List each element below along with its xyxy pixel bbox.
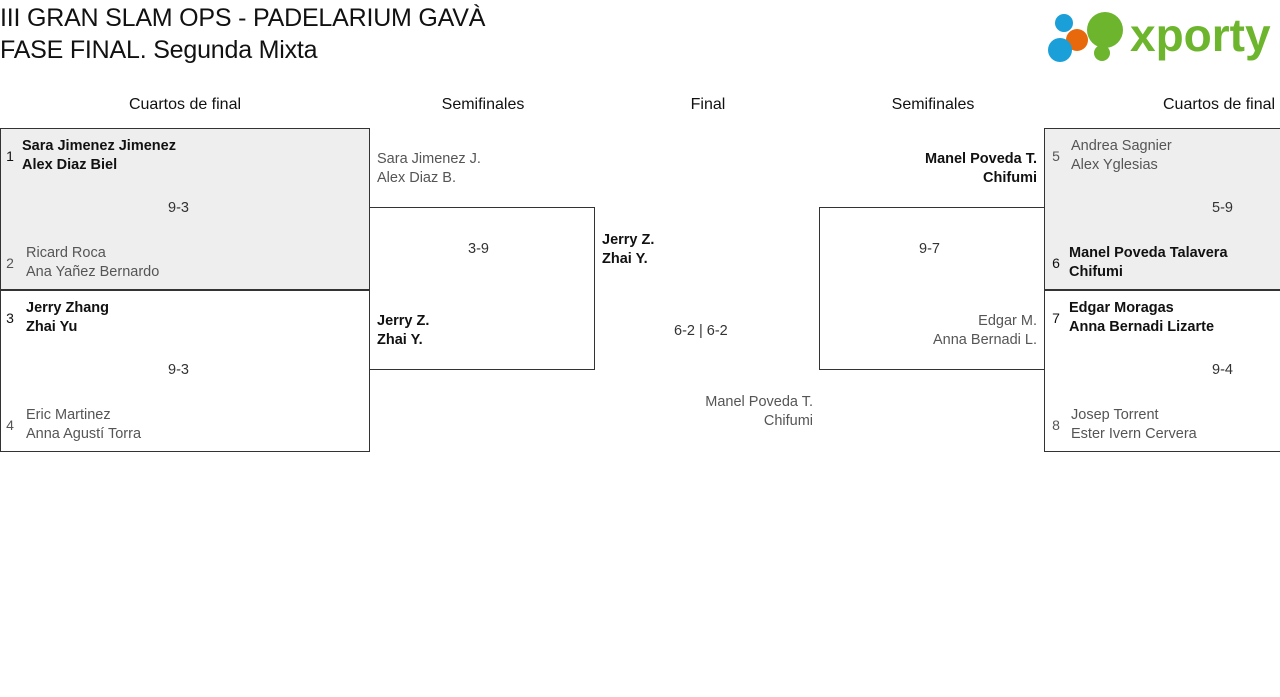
team-final-right: Manel Poveda T. Chifumi: [613, 393, 813, 431]
seed-number-5: 5: [1052, 148, 1060, 164]
round-header-final: Final: [690, 96, 726, 113]
score-sf-left: 3-9: [468, 241, 489, 257]
round-header-semifinales-right: Semifinales: [891, 96, 975, 113]
seed-number-6: 6: [1052, 255, 1060, 271]
player-name: Edgar Moragas: [1069, 300, 1174, 316]
player-name: Zhai Yu: [26, 319, 78, 335]
player-name: Josep Torrent: [1071, 407, 1159, 423]
player-name: Chifumi: [763, 413, 813, 429]
player-name: Anna Bernadi Lizarte: [1069, 319, 1215, 335]
seed-number-8: 8: [1052, 417, 1060, 433]
seed-number-3: 3: [6, 310, 14, 326]
round-header-cuartos-right: Cuartos de final: [1163, 96, 1276, 113]
player-name: Manel Poveda T.: [924, 151, 1037, 167]
seed-number-7: 7: [1052, 310, 1060, 326]
team-sf-right-top: Manel Poveda T. Chifumi: [837, 150, 1037, 188]
player-name: Zhai Y.: [602, 251, 648, 267]
team-qf1-top: Sara Jimenez Jimenez Alex Diaz Biel: [22, 137, 176, 175]
player-name: Anna Agustí Torra: [26, 426, 142, 442]
score-qf1-left: 9-3: [168, 200, 189, 216]
xporty-logo[interactable]: xporty: [1044, 6, 1274, 64]
player-name: Chifumi: [983, 170, 1037, 186]
team-qf2-right-top: Edgar Moragas Anna Bernadi Lizarte: [1069, 299, 1214, 337]
score-qf2-left: 9-3: [168, 362, 189, 378]
player-name: Ester Ivern Cervera: [1071, 426, 1197, 442]
match-box-sf-right[interactable]: [819, 207, 1045, 370]
team-sf-left-top: Sara Jimenez J. Alex Diaz B.: [377, 150, 481, 188]
score-sf-right: 9-7: [919, 241, 940, 257]
player-name: Ana Yañez Bernardo: [26, 264, 160, 280]
player-name: Eric Martinez: [26, 407, 111, 423]
logo-dot-green-small: [1094, 45, 1110, 61]
team-qf1-right-bottom: Manel Poveda Talavera Chifumi: [1069, 244, 1228, 282]
round-header-semifinales-left: Semifinales: [441, 96, 525, 113]
player-name: Ricard Roca: [26, 245, 106, 261]
match-box-qf2-right[interactable]: [1044, 290, 1280, 452]
score-final: 6-2 | 6-2: [674, 323, 728, 339]
xporty-logo-svg: xporty: [1048, 9, 1271, 62]
player-name: Anna Bernadi L.: [933, 332, 1037, 348]
player-name: Alex Yglesias: [1071, 157, 1158, 173]
player-name: Manel Poveda Talavera: [1069, 245, 1228, 261]
logo-dot-blue-bottom: [1048, 38, 1072, 62]
team-qf2-right-bottom: Josep Torrent Ester Ivern Cervera: [1071, 406, 1197, 444]
player-name: Chifumi: [1069, 264, 1123, 280]
player-name: Edgar M.: [978, 313, 1037, 329]
player-name: Zhai Y.: [377, 332, 423, 348]
player-name: Jerry Zhang: [26, 300, 109, 316]
match-box-qf2-left[interactable]: [0, 290, 370, 452]
player-name: Jerry Z.: [602, 232, 655, 248]
title-line-2: FASE FINAL. Segunda Mixta: [0, 36, 318, 64]
seed-number-1: 1: [6, 148, 14, 164]
team-sf-left-bottom: Jerry Z. Zhai Y.: [377, 312, 429, 350]
page-title: III GRAN SLAM OPS - PADELARIUM GAVÀ FASE…: [0, 2, 900, 66]
seed-number-2: 2: [6, 255, 14, 271]
player-name: Manel Poveda T.: [705, 394, 813, 410]
player-name: Alex Diaz Biel: [22, 157, 118, 173]
match-box-sf-left[interactable]: [369, 207, 595, 370]
player-name: Jerry Z.: [377, 313, 430, 329]
logo-dot-green-large: [1087, 12, 1123, 48]
score-qf1-right: 5-9: [1212, 200, 1233, 216]
team-sf-right-bottom: Edgar M. Anna Bernadi L.: [837, 312, 1037, 350]
logo-dot-orange: [1066, 29, 1088, 51]
player-name: Andrea Sagnier: [1071, 138, 1172, 154]
title-line-1: III GRAN SLAM OPS - PADELARIUM GAVÀ: [0, 4, 486, 32]
team-qf1-bottom: Ricard Roca Ana Yañez Bernardo: [26, 244, 159, 282]
score-qf2-right: 9-4: [1212, 362, 1233, 378]
player-name: Sara Jimenez J.: [377, 151, 481, 167]
logo-dot-blue-top: [1055, 14, 1073, 32]
team-qf2-top: Jerry Zhang Zhai Yu: [26, 299, 109, 337]
match-box-qf1-right[interactable]: [1044, 128, 1280, 290]
seed-number-4: 4: [6, 417, 14, 433]
team-final-left: Jerry Z. Zhai Y.: [602, 231, 654, 269]
player-name: Sara Jimenez Jimenez: [22, 138, 176, 154]
logo-wordmark: xporty: [1130, 9, 1271, 61]
team-qf1-right-top: Andrea Sagnier Alex Yglesias: [1071, 137, 1172, 175]
team-qf2-bottom: Eric Martinez Anna Agustí Torra: [26, 406, 141, 444]
player-name: Alex Diaz B.: [377, 170, 456, 186]
round-header-cuartos-left: Cuartos de final: [128, 96, 242, 113]
